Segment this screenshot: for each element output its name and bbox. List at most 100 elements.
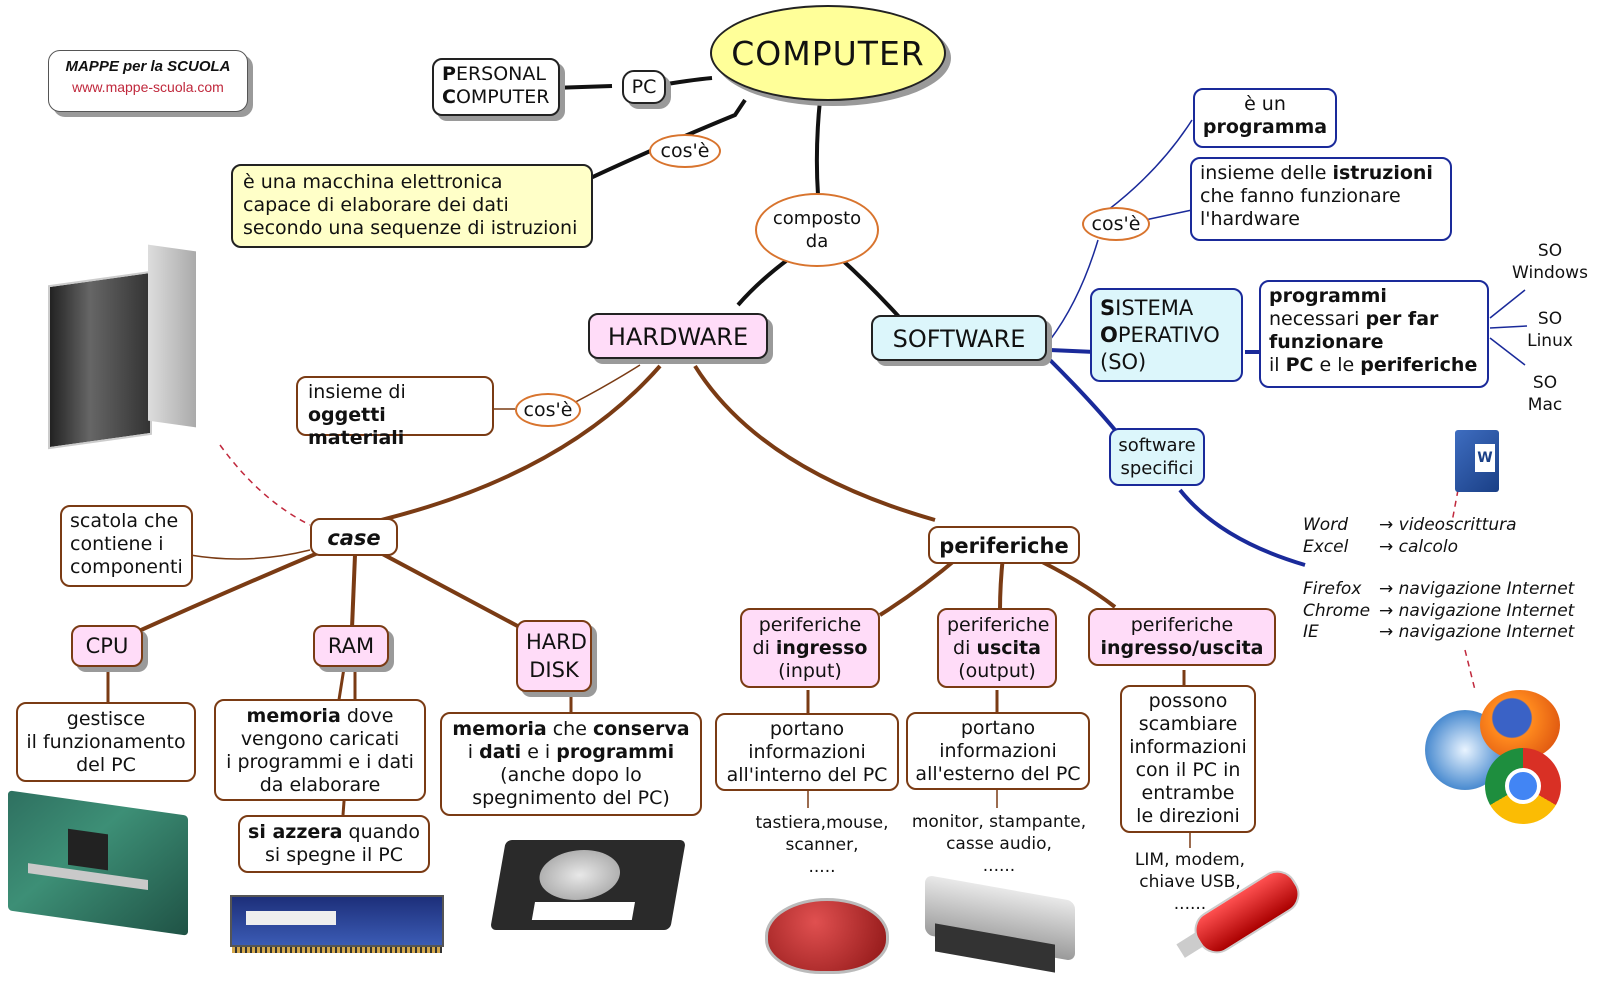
logo-url[interactable]: www.mappe-scuola.com <box>72 79 224 95</box>
node-operating-system[interactable]: SISTEMA OPERATIVO (SO) <box>1090 288 1243 382</box>
hdd-text-line: spegnimento del PC) <box>472 787 670 809</box>
node-personal-computer[interactable]: PERSONAL COMPUTER <box>432 58 560 116</box>
os-variant-line: Windows <box>1512 263 1588 283</box>
os-variant-line: SO <box>1537 309 1563 329</box>
node-ram[interactable]: RAM <box>313 625 389 667</box>
link-case-cpu <box>129 548 326 637</box>
node-software-def-program[interactable]: è un programma <box>1193 88 1337 148</box>
ram-description-line: da elaborare <box>259 774 381 796</box>
text-ersonal: ERSONAL <box>455 63 546 85</box>
ram-note-line2: si spegne il PC <box>264 844 404 866</box>
example-line: chiave USB, <box>1139 872 1241 892</box>
os-variant-windows: SO Windows <box>1505 240 1595 284</box>
hdd-text: e i <box>521 741 557 763</box>
node-pc[interactable]: PC <box>622 70 666 104</box>
case-description-line: scatola che <box>70 510 179 532</box>
link-root-composed <box>814 99 822 196</box>
os-desc-bold: funzionare <box>1269 331 1384 353</box>
link-software-os <box>1049 348 1096 354</box>
io-examples: LIM, modem, chiave USB, ...... <box>1120 849 1260 915</box>
word-icon: W <box>1455 430 1499 492</box>
node-peripherals-io[interactable]: periferiche ingresso/uscita <box>1088 608 1276 666</box>
link-per-input <box>878 554 962 617</box>
os-desc-bold: per far <box>1365 308 1439 330</box>
app-name: Word <box>1303 515 1348 535</box>
chrome-icon <box>1485 748 1561 824</box>
node-os-description[interactable]: programmi necessari per far funzionare i… <box>1259 280 1489 388</box>
io-desc-line: possono <box>1148 690 1228 712</box>
node-case-description[interactable]: scatola che contiene i componenti <box>60 505 193 587</box>
per-input-pre: di <box>752 637 776 659</box>
node-cpu-description[interactable]: gestisce il funzionamento del PC <box>16 702 196 782</box>
node-io-description[interactable]: possono scambiare informazioni con il PC… <box>1120 685 1256 833</box>
hardware-definition-line1: insieme di <box>308 381 406 403</box>
link-software-cose <box>1049 239 1099 341</box>
apps-list: Word→ videoscrittura Excel→ calcolo Fire… <box>1303 515 1574 644</box>
node-input-description[interactable]: portano informazioni all'interno del PC <box>715 713 899 791</box>
example-line: casse audio, <box>946 834 1052 854</box>
hdd-text: che <box>546 718 593 740</box>
root-label: COMPUTER <box>731 33 925 73</box>
initial-c: C <box>442 86 456 108</box>
per-io-bold: ingresso/uscita <box>1100 637 1264 659</box>
example-line: ..... <box>808 857 836 877</box>
node-peripherals-input[interactable]: periferiche di ingresso (input) <box>740 608 880 688</box>
link-composed-software <box>838 256 902 320</box>
logo-box[interactable]: MAPPE per la SCUOLA www.mappe-scuola.com <box>48 50 248 112</box>
io-desc-line: le direzioni <box>1136 805 1240 827</box>
hdd-bold: memoria <box>452 718 547 740</box>
input-desc-line: all'interno del PC <box>726 764 888 786</box>
text-omputer: OMPUTER <box>455 86 550 108</box>
os-variant-linux: SO Linux <box>1510 308 1590 352</box>
link-pc-full <box>551 84 613 90</box>
composed-line1: composto <box>772 208 862 229</box>
app-row: IE→ navigazione Internet <box>1303 622 1574 644</box>
node-hard-disk-description[interactable]: memoria che conserva i dati e i programm… <box>440 712 702 816</box>
input-desc-line: informazioni <box>748 741 866 763</box>
definition-line: è una macchina elettronica <box>243 171 503 193</box>
node-hardware-definition[interactable]: insieme di oggetti materiali <box>296 376 494 449</box>
os-abbr: (SO) <box>1100 350 1147 374</box>
software-def2-bold: istruzioni <box>1332 162 1433 184</box>
ram-description-line: i programmi e i dati <box>226 751 414 773</box>
link-label-cose-hardware: cos'è <box>515 393 581 427</box>
ram-note-rest: quando <box>342 821 420 843</box>
node-hardware[interactable]: HARDWARE <box>588 313 768 359</box>
app-row: Chrome→ navigazione Internet <box>1303 601 1574 623</box>
node-specific-software[interactable]: software specifici <box>1109 428 1205 486</box>
node-case[interactable]: case <box>310 518 398 556</box>
printer-image <box>925 874 1075 973</box>
node-output-description[interactable]: portano informazioni all'esterno del PC <box>906 712 1090 790</box>
example-line: ...... <box>1173 894 1207 914</box>
node-ram-description[interactable]: memoria dove vengono caricati i programm… <box>214 699 426 801</box>
per-input-bold: ingresso <box>775 637 868 659</box>
per-io-line1: periferiche <box>1130 614 1234 636</box>
per-output-line3: (output) <box>958 660 1036 682</box>
node-peripherals[interactable]: periferiche <box>928 526 1080 564</box>
io-desc-line: informazioni <box>1129 736 1247 758</box>
motherboard-image <box>8 790 188 936</box>
root-node-computer[interactable]: COMPUTER <box>710 5 946 101</box>
node-software[interactable]: SOFTWARE <box>871 315 1047 361</box>
peripherals-label: periferiche <box>939 534 1069 558</box>
node-cpu[interactable]: CPU <box>71 625 143 667</box>
pc-tower-image <box>48 244 198 450</box>
os-text-perativo: PERATIVO <box>1117 323 1220 347</box>
link-label-cose-software: cos'è <box>1082 207 1150 241</box>
app-name: IE <box>1303 622 1319 642</box>
link-case-ram <box>350 554 357 629</box>
link-label-cose-computer: cos'è <box>649 134 721 168</box>
node-computer-definition[interactable]: è una macchina elettronica capace di ela… <box>231 164 593 248</box>
output-desc-line: all'esterno del PC <box>915 763 1081 785</box>
node-hard-disk[interactable]: HARD DISK <box>516 620 592 692</box>
os-variant-line: SO <box>1532 373 1558 393</box>
mouse-image <box>765 898 889 974</box>
os-desc-bold: periferiche <box>1360 354 1478 376</box>
node-peripherals-output[interactable]: periferiche di uscita (output) <box>937 608 1057 688</box>
node-ram-note[interactable]: si azzera quando si spegne il PC <box>238 815 430 873</box>
software-def2-line: che fanno funzionare <box>1200 185 1401 207</box>
ram-description-line: vengono caricati <box>240 728 400 750</box>
node-software-def-instructions[interactable]: insieme delle istruzioni che fanno funzi… <box>1190 157 1452 241</box>
hdd-text-line: (anche dopo lo <box>500 764 642 786</box>
io-desc-line: entrambe <box>1141 782 1235 804</box>
